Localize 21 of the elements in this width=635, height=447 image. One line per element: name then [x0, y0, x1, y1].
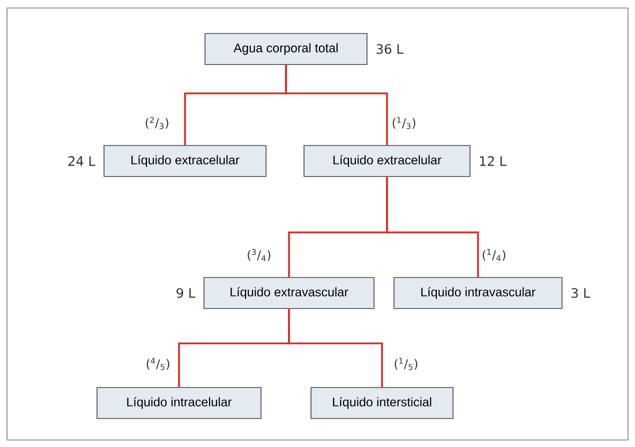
connector: [386, 176, 479, 278]
process-box: Líquido extravascular: [204, 277, 374, 309]
volume-label: 24 L: [68, 156, 96, 166]
edge-label: ($^{2}$/$_{3}$): [144, 116, 170, 130]
edge-label: ($^{3}$/$_{4}$): [246, 248, 272, 262]
process-box: Agua corporal total: [204, 33, 368, 65]
process-box: Líquido intracelular: [96, 387, 262, 419]
volume-label: 12 L: [480, 156, 506, 166]
volume-label: 3 L: [572, 288, 590, 298]
process-box: Líquido intersticial: [310, 387, 454, 419]
connector: [288, 308, 383, 388]
process-box: Líquido extracelular: [104, 145, 266, 177]
connector: [285, 64, 388, 146]
process-box: Líquido intravascular: [394, 277, 562, 309]
edge-label: ($^{1}$/$_{4}$): [480, 248, 508, 262]
process-box: Líquido extracelular: [304, 145, 470, 177]
edge-label: ($^{1}$/$_{3}$): [390, 116, 418, 130]
edge-label: ($^{4}$/$_{5}$): [144, 356, 172, 372]
edge-label: ($^{1}$/$_{5}$): [392, 356, 420, 372]
volume-label: 36 L: [376, 44, 404, 54]
volume-label: 9 L: [176, 288, 196, 298]
